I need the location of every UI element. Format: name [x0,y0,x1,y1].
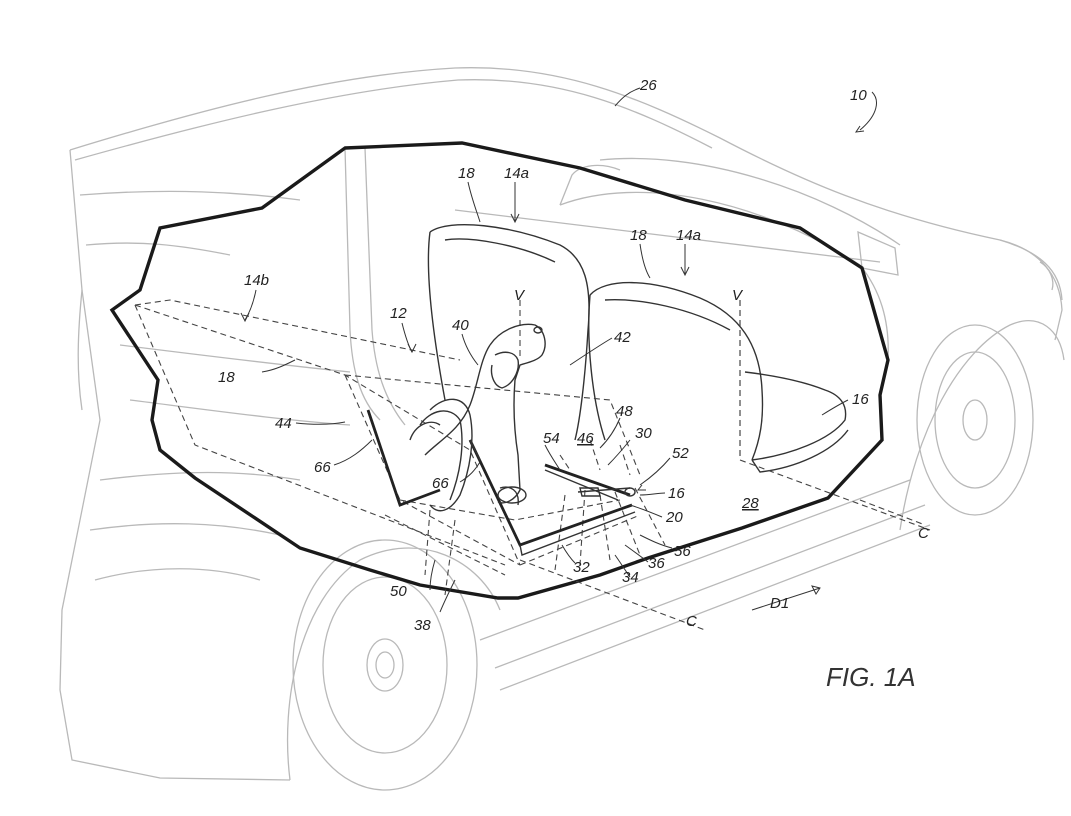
label-seat-rear: 18 [218,369,235,386]
label-item-48: 48 [616,403,633,420]
label-vehicle: 10 [850,87,867,104]
label-axis-c-right: C [918,525,929,542]
pet-dog [410,324,545,510]
figure-title: FIG. 1A [826,662,916,692]
label-rail-34: 34 [622,569,639,586]
label-seat-right: 18 [630,227,647,244]
label-axis-v-right: V [732,287,744,304]
floor-dashed-lines [135,300,930,630]
label-seat-left: 18 [458,165,475,182]
label-front-seats-a: 14a [504,165,529,182]
label-pet: 40 [452,317,469,334]
label-rail-36: 36 [648,555,665,572]
label-actuator-52: 52 [672,445,689,462]
label-item-50: 50 [390,583,407,600]
reference-labels: 26 10 18 14a 18 14a 14b V V 12 40 42 18 … [218,77,929,634]
leader-lines [241,88,876,612]
label-base-46: 46 [577,430,594,447]
label-wall-44: 44 [275,415,292,432]
label-rail-30: 30 [635,425,652,442]
label-floor-right: 16 [852,391,869,408]
label-rail-32: 32 [573,559,590,576]
label-rail-38: 38 [414,617,431,634]
label-panel-left: 66 [314,459,331,476]
label-front-seats-b: 14a [676,227,701,244]
label-pet-system: 12 [390,305,407,322]
label-body: 26 [639,77,657,94]
label-floor-mid: 16 [668,485,685,502]
label-axis-c-bottom: C [686,613,697,630]
label-item-20: 20 [665,509,683,526]
label-rear-seats: 14b [244,272,269,289]
label-cabin-floor: 28 [741,495,759,512]
label-axis-v-left: V [514,287,526,304]
label-item-54: 54 [543,430,560,447]
label-direction: D1 [770,595,789,612]
label-item-56: 56 [674,543,691,560]
label-seatback: 42 [614,329,631,346]
label-panel-mid: 66 [432,475,449,492]
